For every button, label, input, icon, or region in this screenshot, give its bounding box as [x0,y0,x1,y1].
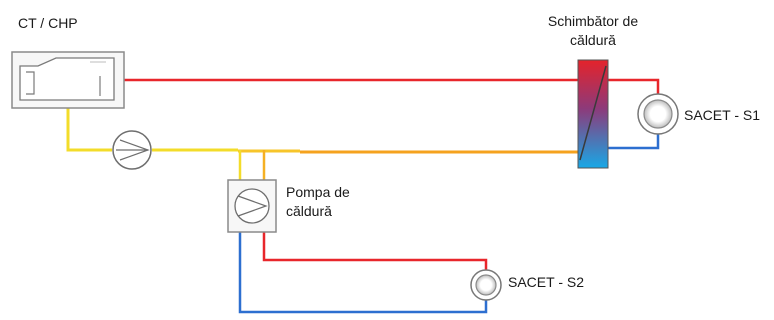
consumer-circle-icon [643,99,673,129]
consumer-s2 [470,269,502,301]
heat-pump-unit [227,179,277,233]
heat-exchanger-label-line1: Schimbător de [547,13,639,29]
heat-exchanger-label-line2: căldură [570,32,616,48]
supply-pipe-s1 [608,78,660,94]
return-pipe-s1 [608,133,660,150]
heat-pump-label-line2: căldură [286,203,332,219]
pump-icon [116,139,150,161]
consumer-circle-icon [475,274,497,296]
yellow-pipe-ct [66,108,112,152]
heat-pump-fan-icon [234,188,270,224]
circulation-pump [112,130,152,170]
consumer-s1 [637,93,679,135]
heat-pump-label-line1: Pompa de [286,184,350,200]
boiler-unit-icon [19,57,115,101]
return-pipe-s2 [238,232,488,314]
sacet-s1-label: SACET - S1 [684,107,760,123]
ct-chp-unit [11,51,125,109]
heat-exchanger [577,59,609,169]
supply-pipe-s2 [262,232,488,270]
sacet-s2-label: SACET - S2 [508,274,584,290]
ct-chp-label: CT / CHP [18,15,78,31]
